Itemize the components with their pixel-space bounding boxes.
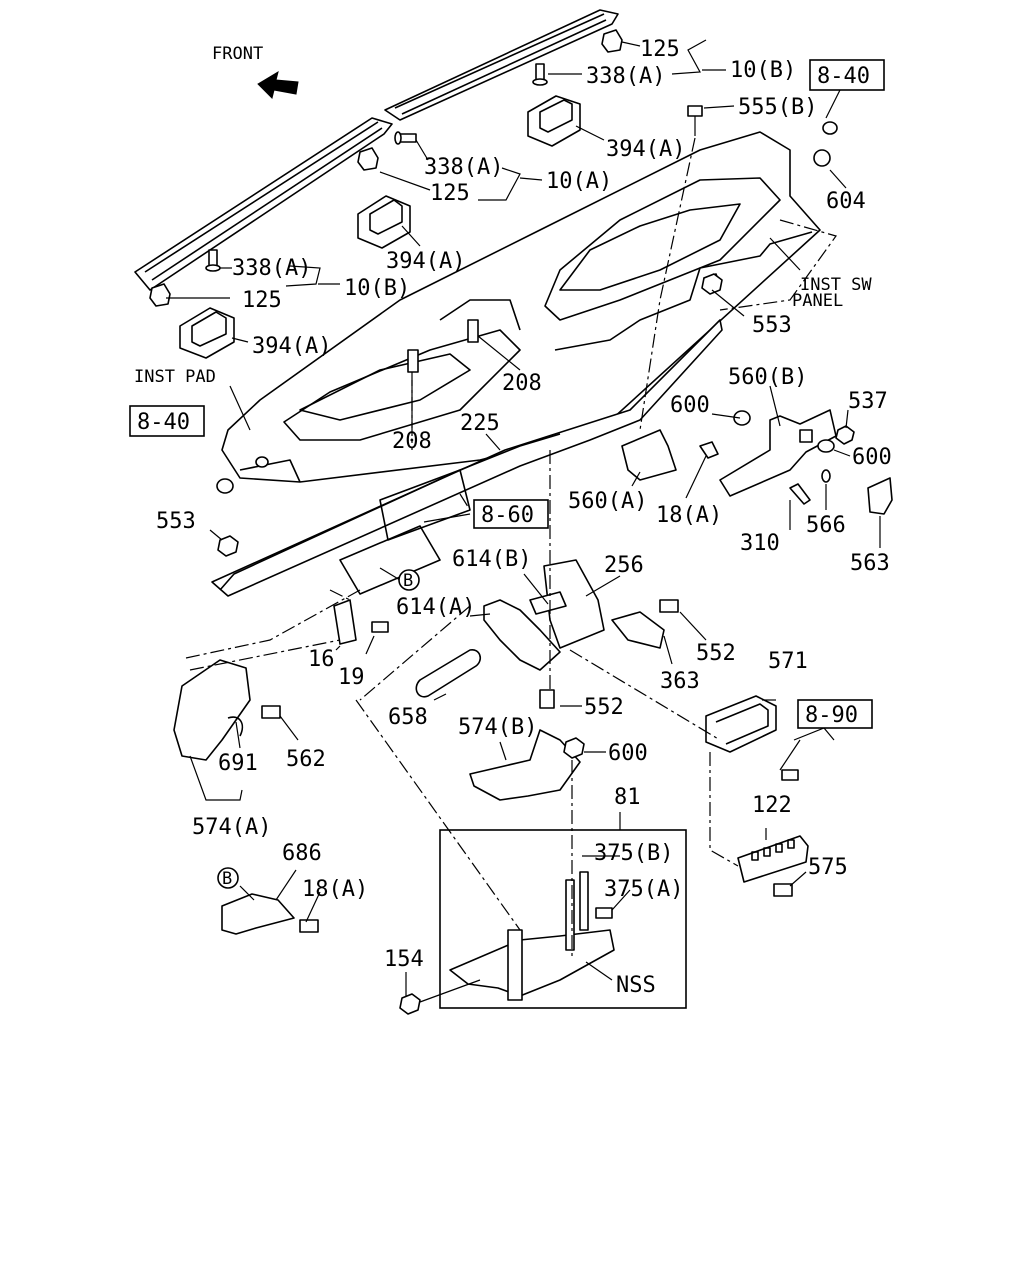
label-614a: 614(A) xyxy=(396,595,475,620)
label-394a-top: 394(A) xyxy=(606,137,685,162)
label-256: 256 xyxy=(604,553,644,578)
clip-394a-mid xyxy=(357,195,411,249)
leader-lines xyxy=(166,39,881,1003)
label-555b: 555(B) xyxy=(738,95,817,120)
label-125-low: 125 xyxy=(242,288,282,313)
label-10b-top: 10(B) xyxy=(730,58,796,83)
ref-box-8-90: 8-90 xyxy=(797,699,873,729)
label-81: 81 xyxy=(614,785,641,810)
bracket-686 xyxy=(221,893,319,935)
label-614b: 614(B) xyxy=(452,547,531,572)
label-552-right: 552 xyxy=(696,641,736,666)
circle-b-marker-lower: B xyxy=(217,867,239,889)
label-338a-low: 338(A) xyxy=(232,256,311,281)
label-16: 16 xyxy=(308,647,335,672)
bracket-574b xyxy=(469,729,585,801)
bracket-16 xyxy=(333,599,389,645)
label-600-right: 600 xyxy=(852,445,892,470)
label-208-left: 208 xyxy=(392,429,432,454)
label-10a: 10(A) xyxy=(546,169,612,194)
label-375a: 375(A) xyxy=(604,877,683,902)
svg-text:8-40: 8-40 xyxy=(137,410,190,435)
bracket-574a xyxy=(173,659,281,761)
label-310: 310 xyxy=(740,531,780,556)
label-574a: 574(A) xyxy=(192,815,271,840)
front-arrow-icon xyxy=(257,70,299,99)
label-18a-upper: 18(A) xyxy=(656,503,722,528)
label-553-right: 553 xyxy=(752,313,792,338)
label-691: 691 xyxy=(218,751,258,776)
ref-box-8-40-left: 8-40 xyxy=(129,405,205,437)
ref-box-8-60: 8-60 xyxy=(473,499,549,529)
label-553-left: 553 xyxy=(156,509,196,534)
label-338a-mid: 338(A) xyxy=(424,155,503,180)
label-10b-low: 10(B) xyxy=(344,276,410,301)
label-600-lower: 600 xyxy=(608,741,648,766)
ref-box-8-40-top: 8-40 xyxy=(809,59,885,91)
part-labels: 125 338(A) 10(B) 555(B) 394(A) 338(A) 10… xyxy=(134,37,892,998)
switch-panel-122 xyxy=(737,769,809,897)
label-562: 562 xyxy=(286,747,326,772)
svg-text:B: B xyxy=(403,571,413,591)
label-19: 19 xyxy=(338,665,365,690)
label-125-top: 125 xyxy=(640,37,680,62)
label-122: 122 xyxy=(752,793,792,818)
label-560b: 560(B) xyxy=(728,365,807,390)
label-nss: NSS xyxy=(616,973,656,998)
label-560a: 560(A) xyxy=(568,489,647,514)
svg-text:8-90: 8-90 xyxy=(805,703,858,728)
tube-658 xyxy=(415,649,482,698)
label-inst-pad: INST PAD xyxy=(134,367,216,387)
instrument-pad xyxy=(221,131,821,483)
nut-553-parts xyxy=(217,273,723,557)
label-inst-sw: INST SW xyxy=(800,275,872,295)
circle-b-marker-upper: B xyxy=(398,569,420,591)
label-552-center: 552 xyxy=(584,695,624,720)
clip-394a-low xyxy=(179,307,235,359)
defroster-panel-top xyxy=(384,9,619,121)
label-686: 686 xyxy=(282,841,322,866)
label-394a-mid: 394(A) xyxy=(386,249,465,274)
label-600-upper: 600 xyxy=(670,393,710,418)
bracket-81-assembly xyxy=(399,871,615,1015)
bracket-560a xyxy=(621,429,719,481)
svg-text:8-60: 8-60 xyxy=(481,503,534,528)
label-18a-lower: 18(A) xyxy=(302,877,368,902)
clip-394a-top xyxy=(527,95,581,147)
front-label: FRONT xyxy=(212,44,263,64)
clip-125-parts xyxy=(149,29,623,307)
label-363: 363 xyxy=(660,669,700,694)
center-bracket-assembly xyxy=(483,559,679,709)
svg-text:B: B xyxy=(222,869,232,889)
label-394a-low: 394(A) xyxy=(252,334,331,359)
label-563: 563 xyxy=(850,551,890,576)
pocket-571 xyxy=(705,695,777,753)
label-375b: 375(B) xyxy=(594,841,673,866)
label-658: 658 xyxy=(388,705,428,730)
label-571: 571 xyxy=(768,649,808,674)
label-338a-top: 338(A) xyxy=(586,64,665,89)
defroster-panel-left xyxy=(134,117,393,291)
label-537: 537 xyxy=(848,389,888,414)
label-566: 566 xyxy=(806,513,846,538)
label-575: 575 xyxy=(808,855,848,880)
label-154: 154 xyxy=(384,947,424,972)
label-574b: 574(B) xyxy=(458,715,537,740)
label-208-right: 208 xyxy=(502,371,542,396)
screw-338a-parts xyxy=(205,63,548,272)
label-125-mid: 125 xyxy=(430,181,470,206)
label-225: 225 xyxy=(460,411,500,436)
label-604: 604 xyxy=(826,189,866,214)
svg-text:8-40: 8-40 xyxy=(817,64,870,89)
label-panel: PANEL xyxy=(792,291,843,311)
